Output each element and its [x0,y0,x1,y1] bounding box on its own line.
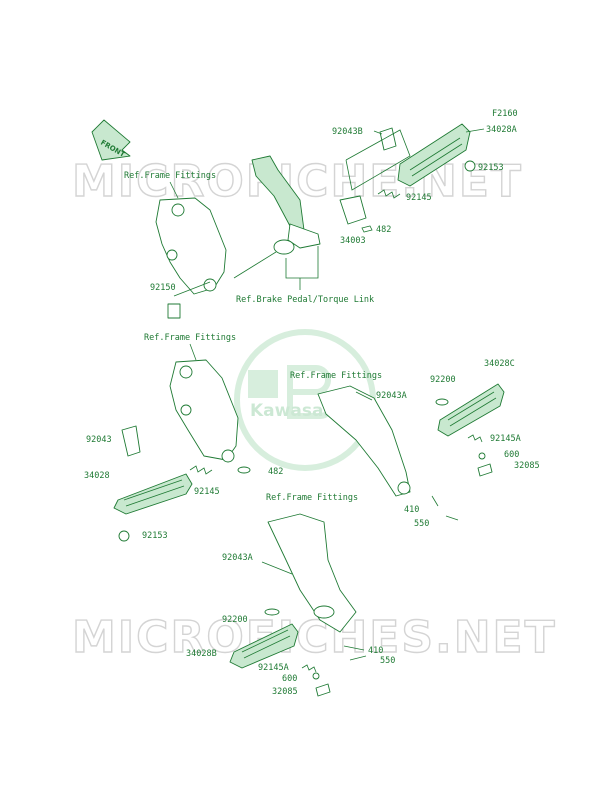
label-34028C: 34028C [484,359,515,369]
footpeg-34028C [437,383,505,437]
frame-bracket-bottom [267,513,357,633]
screw-92153-left [118,530,130,542]
pin-92043 [121,425,141,457]
ref-frame-fittings-left: Ref.Frame Fittings [144,333,236,343]
label-92043A-bottom: 92043A [222,553,253,563]
holder-34003 [339,195,367,225]
label-34028A: 34028A [486,125,517,135]
label-482-top: 482 [376,225,391,235]
frame-bracket-top [155,197,227,295]
label-34003: 34003 [340,236,366,246]
ball-600-right [478,452,486,460]
ref-brake-pedal: Ref.Brake Pedal/Torque Link [236,295,374,305]
pin-92043B [379,127,397,151]
cotter-550-bottom [349,655,367,661]
slider-32085-bottom [315,683,331,697]
pin-410-right [431,495,439,507]
label-32085-bottom: 32085 [272,687,298,697]
ref-frame-fittings-right: Ref.Frame Fittings [290,371,382,381]
label-482-left: 482 [268,467,283,477]
bolt-92150 [167,303,181,319]
label-92145-left: 92145 [194,487,220,497]
label-34028B: 34028B [186,649,217,659]
kawasaki-logo: Kawasaki [234,329,376,471]
footpeg-34028 [113,473,193,515]
label-92200-right: 92200 [430,375,456,385]
label-92043A-right: 92043A [376,391,407,401]
washer-92200-bottom [264,608,280,616]
cotter-550-right [445,515,459,521]
slider-32085-right [477,463,493,477]
spring-92145A-right [467,434,483,443]
watermark-bottom: MICROFICHES.NET [72,612,557,663]
label-410-bottom: 410 [368,646,383,656]
spring-92145A-bottom [301,664,317,673]
label-92145A-bottom: 92145A [258,663,289,673]
frame-bracket-left [169,359,239,461]
label-32085-right: 32085 [514,461,540,471]
label-92150: 92150 [150,283,176,293]
pin-410-bottom [343,645,365,651]
label-92043B: 92043B [332,127,363,137]
label-550-right: 550 [414,519,429,529]
ball-600-bottom [312,672,320,680]
label-600-bottom: 600 [282,674,297,684]
spring-92145-top [377,189,401,199]
screw-92153-top [464,160,476,172]
ref-frame-fittings-top: Ref.Frame Fittings [124,171,216,181]
ref-frame-fittings-bottom: Ref.Frame Fittings [266,493,358,503]
label-92043: 92043 [86,435,112,445]
label-92153-top: 92153 [478,163,504,173]
label-92153-left: 92153 [142,531,168,541]
figure-code: F2160 [492,109,518,119]
label-600-right: 600 [504,450,519,460]
label-34028: 34028 [84,471,110,481]
frame-bracket-right [317,385,411,497]
logo-text: Kawasaki [250,401,341,421]
label-92145-top: 92145 [406,193,432,203]
label-410-right: 410 [404,505,419,515]
label-92145A-right: 92145A [490,434,521,444]
spring-92145-left [189,465,213,475]
label-92200-bottom: 92200 [222,615,248,625]
front-arrow-icon: FRONT [91,119,131,161]
ring-482-left [237,466,251,474]
label-550-bottom: 550 [380,656,395,666]
washer-92200-right [435,398,449,406]
ring-482-top [361,225,373,233]
pin-92043A-bottom [261,561,293,575]
